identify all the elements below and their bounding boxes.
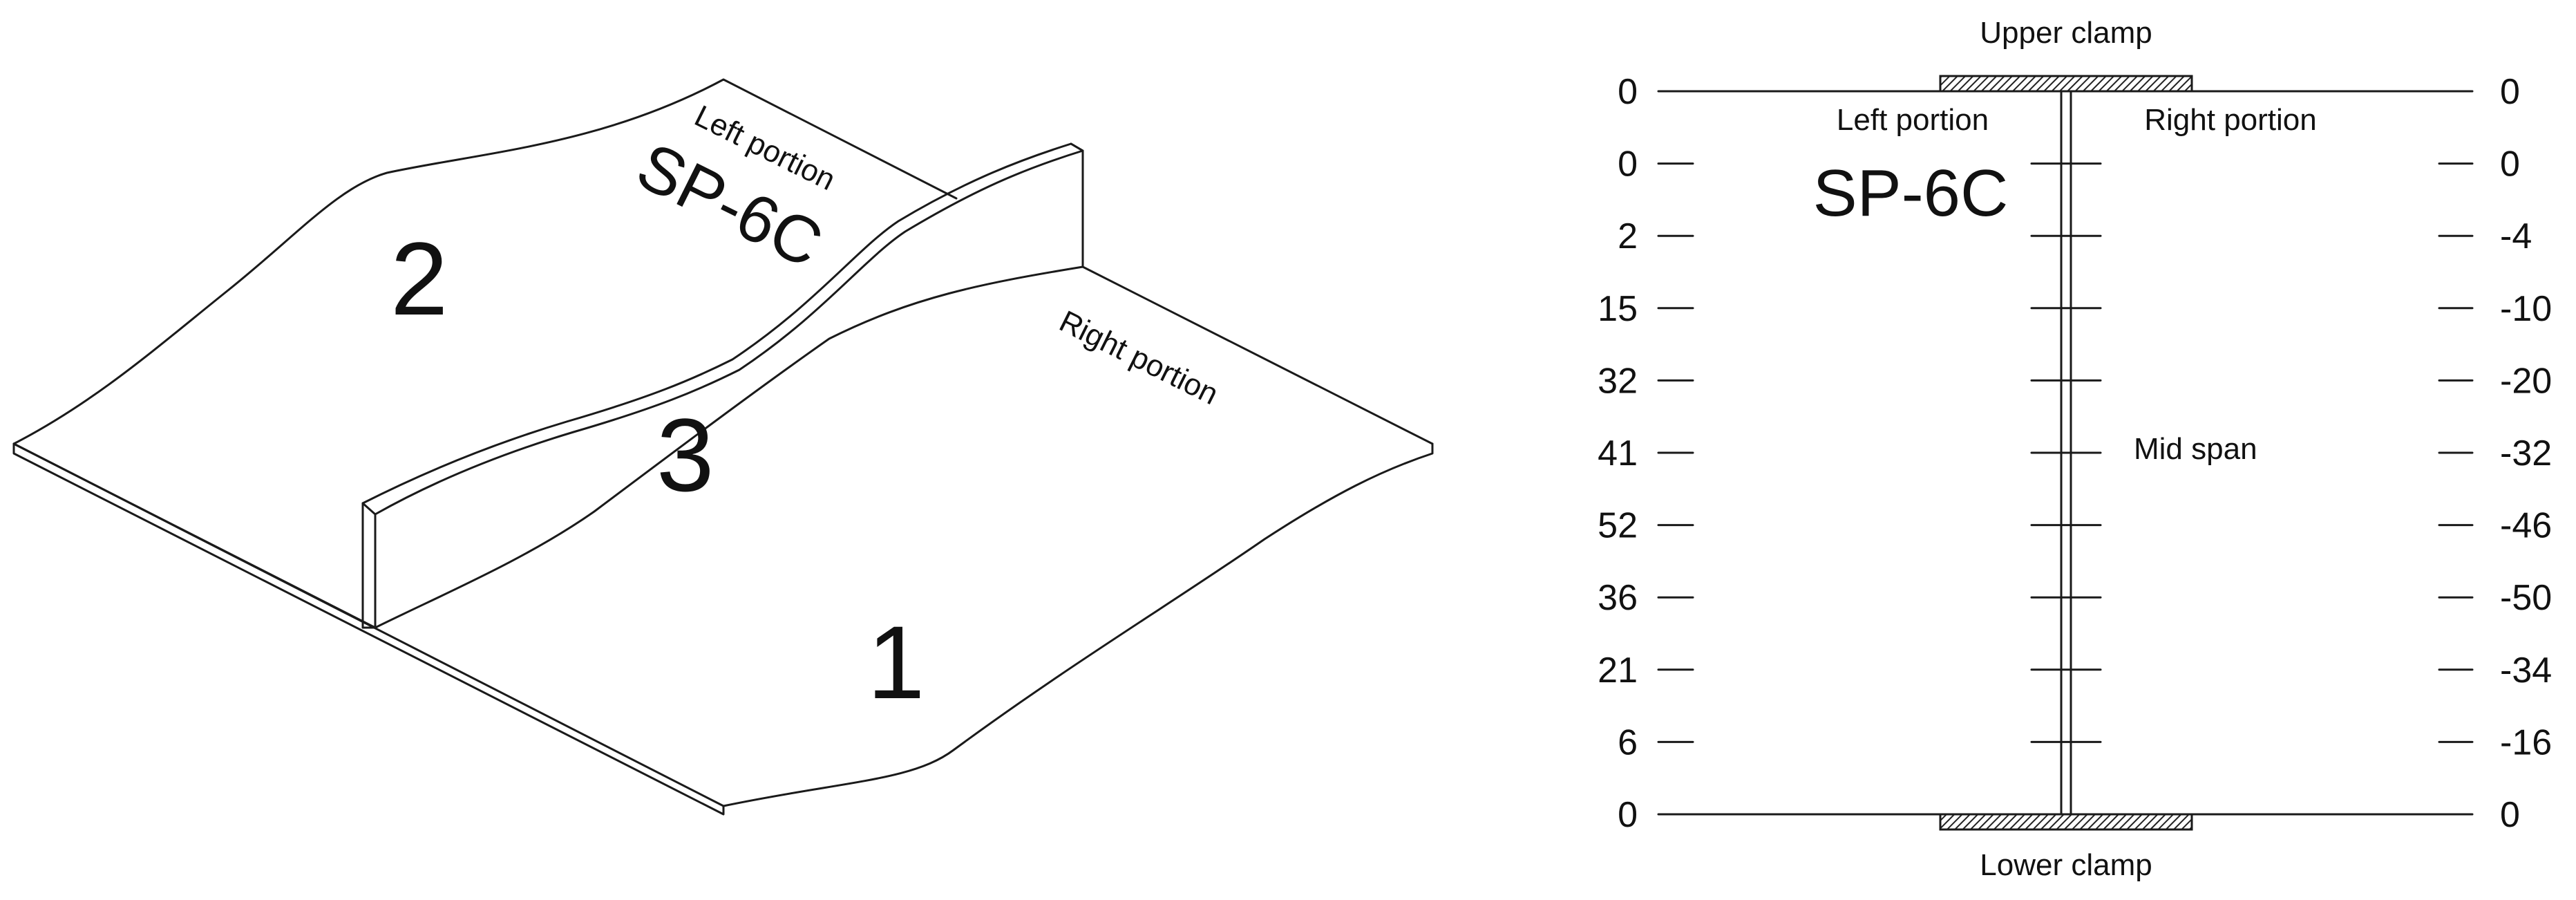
left-portion-label-diagram: Left portion <box>1837 103 1989 137</box>
left-value-label: 0 <box>1618 144 1638 185</box>
left-value-label: 32 <box>1598 361 1638 401</box>
left-value-label: 2 <box>1618 216 1638 256</box>
web-3-front-face <box>361 502 377 629</box>
upper-clamp-label: Upper clamp <box>1980 16 2152 50</box>
upper-clamp <box>1939 75 2193 93</box>
part-number-3: 3 <box>656 397 714 513</box>
right-value-label: -16 <box>2500 722 2552 762</box>
right-value-label: -50 <box>2500 578 2552 618</box>
lower-clamp <box>1939 813 2193 831</box>
right-value-label: -4 <box>2500 216 2532 256</box>
part-number-2: 2 <box>390 221 448 337</box>
right-value-label: -32 <box>2500 433 2552 474</box>
right-value-label: 0 <box>2500 72 2520 112</box>
plate-1-top-edge <box>12 442 725 807</box>
specimen-label-diagram: SP-6C <box>1813 156 2009 230</box>
plate-1-back-edge <box>1081 265 1434 445</box>
left-value-label: 0 <box>1618 72 1638 112</box>
plate-2-outline <box>12 78 958 445</box>
left-value-label: 6 <box>1618 722 1638 762</box>
plate-1-web-junction <box>374 265 1084 629</box>
left-value-label: 21 <box>1598 650 1638 691</box>
right-value-label: -20 <box>2500 361 2552 401</box>
left-value-label: 52 <box>1598 506 1638 546</box>
right-value-label: -10 <box>2500 289 2552 329</box>
lower-clamp-label: Lower clamp <box>1980 848 2152 882</box>
left-value-label: 41 <box>1598 433 1638 474</box>
right-portion-label-diagram: Right portion <box>2144 103 2316 137</box>
left-value-label: 0 <box>1618 795 1638 835</box>
right-value-label: -46 <box>2500 506 2552 546</box>
scale-rows: 0 0 0 0 2 -4 15 -10 32 -20 41 -32 52 -46 36 -50 21 -34 6 -1… <box>1598 72 2552 835</box>
left-value-label: 15 <box>1598 289 1638 329</box>
web-3-end-face <box>1070 142 1084 268</box>
deflection-diagram: Upper clamp Lower clamp Left portion Rig… <box>1598 16 2552 882</box>
right-portion-label: Right portion <box>1054 304 1224 411</box>
isometric-specimen-sketch: Left portion SP-6C Right portion 2 3 1 <box>12 78 1434 816</box>
right-value-label: -34 <box>2500 650 2552 691</box>
part-number-1: 1 <box>867 604 925 720</box>
right-value-label: 0 <box>2500 144 2520 185</box>
mid-span-label: Mid span <box>2134 432 2257 466</box>
left-value-label: 36 <box>1598 578 1638 618</box>
right-value-label: 0 <box>2500 795 2520 835</box>
plate-1-outline <box>12 442 1434 816</box>
